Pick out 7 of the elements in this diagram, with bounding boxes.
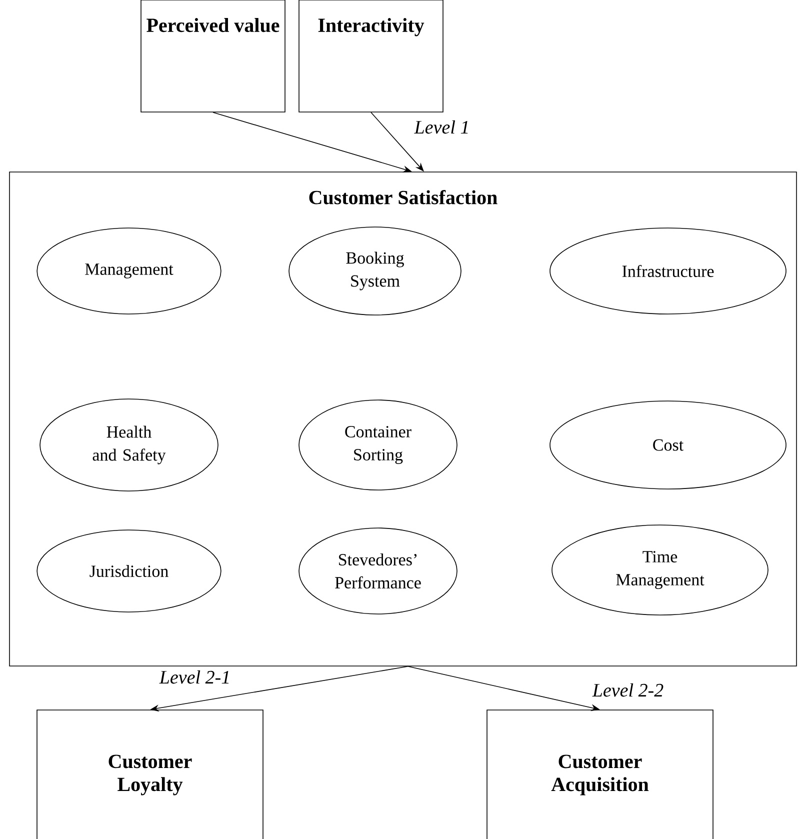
edge-label: Level 2-1 xyxy=(158,669,232,685)
level-label: Level 1 xyxy=(413,119,471,135)
concept-box: Customer Loyalty xyxy=(36,710,264,839)
concept-box: Interactivity xyxy=(298,0,444,112)
edge-label: Level 2-2 xyxy=(591,682,665,698)
concept-box: Customer Acquisition xyxy=(486,710,714,839)
concept-box: Perceived value xyxy=(140,0,286,112)
